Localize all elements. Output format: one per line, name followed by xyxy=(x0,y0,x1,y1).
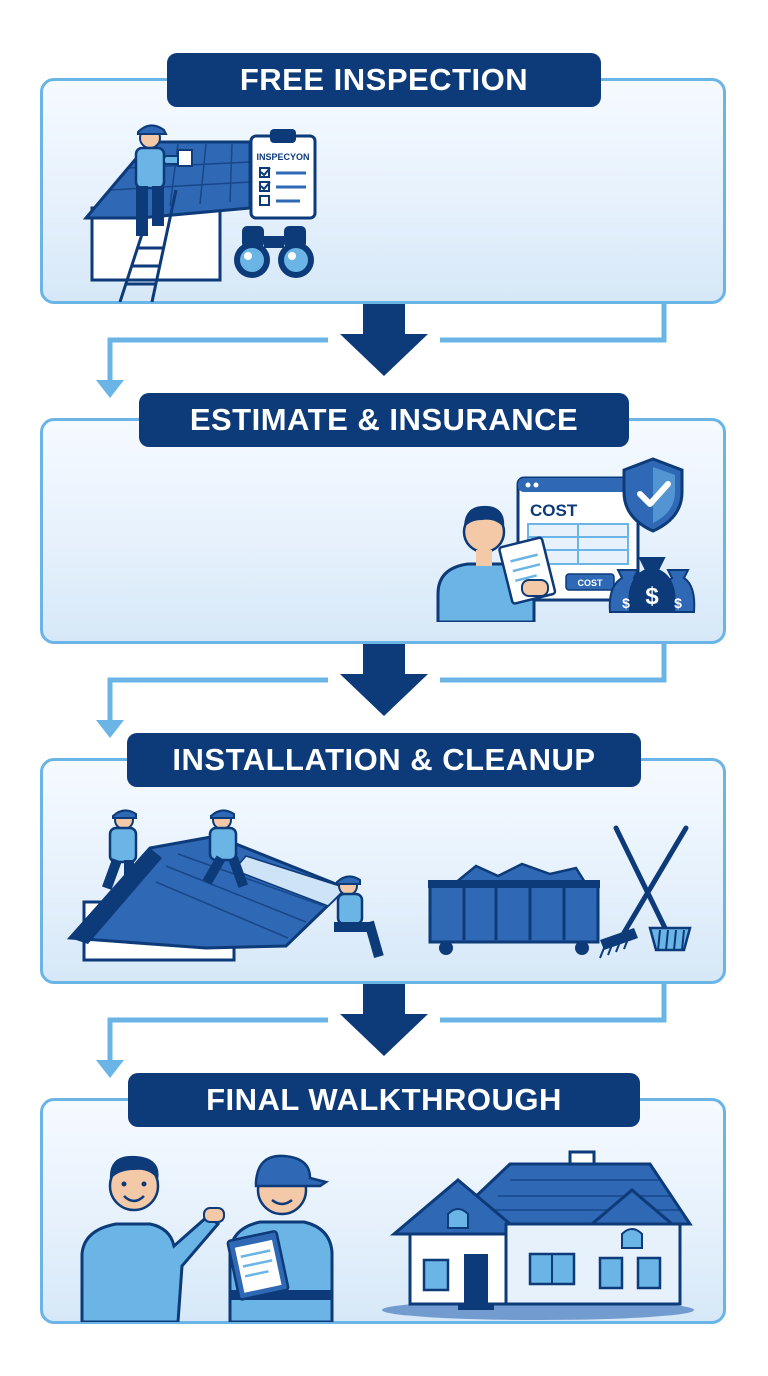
down-arrow-2 xyxy=(340,644,428,716)
person-reviewing-document xyxy=(436,505,557,622)
rake-icon xyxy=(599,825,692,959)
connector-1 xyxy=(96,302,667,398)
roofer-on-ladder xyxy=(82,124,250,302)
cost-label: COST xyxy=(530,501,578,520)
clipboard-label: INSPECYON xyxy=(256,152,309,162)
cost-tag: COST xyxy=(577,578,603,588)
dumpster-icon xyxy=(428,862,600,955)
step-title-free-inspection: FREE INSPECTION xyxy=(167,53,601,107)
shield-check-icon xyxy=(622,457,684,533)
step-title-estimate-insurance: ESTIMATE & INSURANCE xyxy=(139,393,629,447)
step-title-installation-cleanup: INSTALLATION & CLEANUP xyxy=(127,733,641,787)
finished-house xyxy=(382,1150,694,1320)
binoculars-icon xyxy=(234,226,314,278)
money-bags-icon: $ $ $ xyxy=(608,557,696,613)
step-title-final-walkthrough: FINAL WALKTHROUGH xyxy=(128,1073,640,1127)
connector-2 xyxy=(96,642,667,738)
homeowner-pointing xyxy=(80,1155,225,1322)
down-arrow-1 xyxy=(340,304,428,376)
connector-3 xyxy=(96,982,667,1078)
roofers-installing-shingles xyxy=(66,809,384,962)
contractor-with-clipboard xyxy=(226,1154,334,1322)
clipboard-icon: INSPECYON xyxy=(249,129,317,220)
money-symbol-right: $ xyxy=(674,595,682,611)
down-arrow-3 xyxy=(340,984,428,1056)
money-symbol-left: $ xyxy=(622,595,630,611)
money-symbol: $ xyxy=(645,583,659,610)
